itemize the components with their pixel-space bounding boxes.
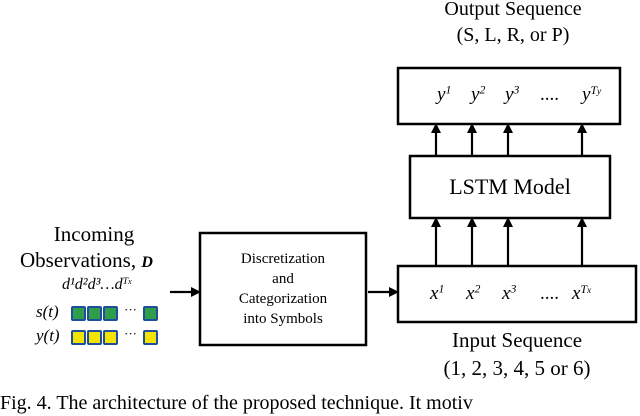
- input-token-base: ....: [540, 283, 559, 304]
- s-of-t-label: s(t): [36, 302, 59, 321]
- y-of-t-square: [103, 330, 118, 345]
- s-of-t-square: [143, 306, 158, 321]
- y-of-t-square: [143, 330, 158, 345]
- input-token-base: x: [502, 283, 511, 304]
- output-token-base: y: [582, 84, 591, 105]
- input-token-base: x: [572, 283, 581, 304]
- output-token-1: y1: [437, 84, 451, 106]
- observation-sequence-d-sup: T: [122, 275, 129, 287]
- input-sequence-options: (1, 2, 3, 4, 5 or 6): [443, 356, 591, 380]
- output-sequence-box: [396, 66, 622, 126]
- lstm-model-label: LSTM Model: [449, 174, 571, 199]
- observations-line-2: Observations, D: [20, 248, 190, 273]
- input-to-lstm-arrows: [431, 217, 587, 266]
- output-sequence-title: Output Sequence: [444, 0, 582, 20]
- output-token-base: y: [505, 84, 514, 105]
- discretization-label: Discretization and Categorization into S…: [200, 233, 366, 345]
- output-token-sup: 3: [513, 83, 520, 97]
- input-token-sup: 2: [474, 282, 481, 296]
- input-sequence-box: [396, 264, 638, 324]
- input-token-sup: Tx: [580, 282, 592, 296]
- output-token-5: yTy: [582, 84, 601, 106]
- input-token-1: x1: [430, 283, 444, 305]
- output-sequence-options: (S, L, R, or P): [456, 24, 570, 46]
- output-token-3: y3: [505, 84, 519, 106]
- output-token-base: ....: [540, 84, 559, 105]
- y-of-t-square: [71, 330, 86, 345]
- output-token-sup: Ty: [590, 83, 602, 97]
- input-token-4: ....: [540, 283, 559, 305]
- y-of-t-dots: ···: [124, 326, 137, 341]
- discretization-line-4: into Symbols: [243, 311, 323, 327]
- observation-sequence-d: d¹d²d³…dTx: [62, 276, 132, 294]
- observation-sequence-d-text: d¹d²d³…d: [62, 276, 123, 293]
- lstm-to-output-arrows: [431, 123, 587, 156]
- output-token-sup: 2: [479, 83, 486, 97]
- y-of-t-square: [87, 330, 102, 345]
- observations-label: Observations,: [20, 248, 137, 272]
- output-token-supsub: y: [596, 86, 602, 97]
- input-token-2: x2: [466, 283, 480, 305]
- figure-caption: Fig. 4. The architecture of the proposed…: [0, 392, 473, 414]
- s-of-t-square: [103, 306, 118, 321]
- output-token-base: y: [437, 84, 446, 105]
- input-token-sup: 1: [438, 282, 445, 296]
- input-token-3: x3: [502, 283, 516, 305]
- output-token-2: y2: [471, 84, 485, 106]
- output-token-4: ....: [540, 84, 559, 106]
- discretization-line-2: and: [272, 271, 294, 287]
- observations-line-1: Incoming: [53, 222, 135, 246]
- output-token-sup: 1: [445, 83, 452, 97]
- lstm-model-box: [408, 154, 612, 220]
- s-of-t-dots: ···: [124, 302, 137, 317]
- input-token-supsub: x: [586, 285, 592, 296]
- observation-sequence-d-supsub: x: [128, 276, 132, 286]
- discretization-line-1: Discretization: [240, 251, 326, 267]
- input-token-base: x: [466, 283, 475, 304]
- input-token-base: x: [430, 283, 439, 304]
- s-of-t-square: [87, 306, 102, 321]
- discretization-line-3: Categorization: [238, 291, 328, 307]
- output-token-base: y: [471, 84, 480, 105]
- input-sequence-title: Input Sequence: [451, 328, 583, 352]
- y-of-t-label: y(t): [36, 326, 60, 345]
- observations-symbol: D: [141, 254, 153, 271]
- discretization-box: [198, 231, 368, 347]
- input-token-5: xTx: [572, 283, 591, 305]
- input-token-sup: 3: [510, 282, 517, 296]
- s-of-t-square: [71, 306, 86, 321]
